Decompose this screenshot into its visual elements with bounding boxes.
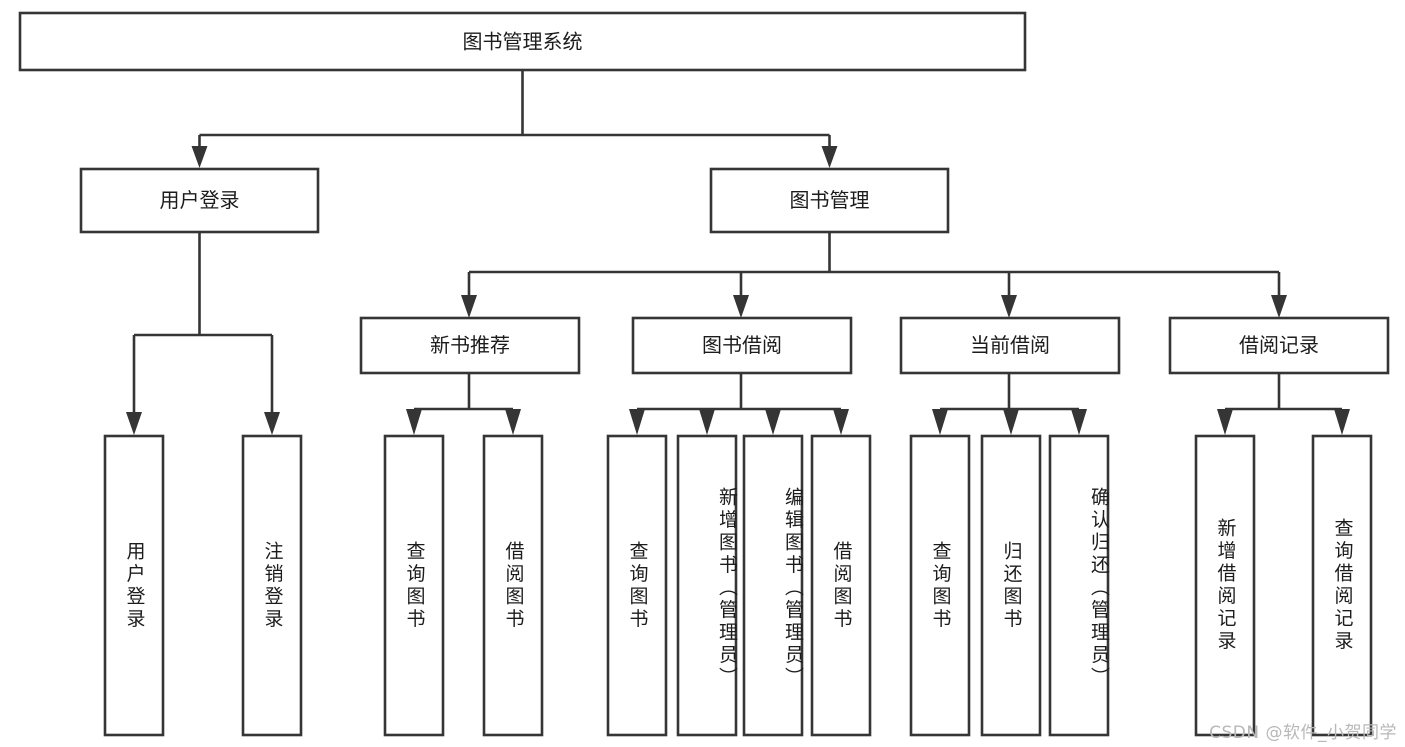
leaf-boxes [103, 434, 1373, 737]
watermark: CSDN @软件_小贺同学 [1209, 723, 1397, 743]
node-book-manage[interactable]: 图书管理 [709, 167, 950, 234]
node-root-label: 图书管理系统 [463, 30, 583, 54]
node-book-manage-label: 图书管理 [790, 188, 870, 212]
node-borrow-record-label: 借阅记录 [1239, 333, 1319, 357]
connector-borrowrecord-to-leaves [1217, 373, 1350, 435]
connector-currentborrow-to-leaves [932, 373, 1087, 435]
node-book-borrow-label: 图书借阅 [702, 333, 782, 357]
node-current-borrow-label: 当前借阅 [970, 333, 1050, 357]
connector-newbookrec-to-leaves [406, 373, 521, 435]
leaf-box-return-book[interactable] [980, 434, 1042, 737]
leaf-box-borrow-book-rec[interactable] [482, 434, 544, 737]
node-user-login[interactable]: 用户登录 [79, 167, 320, 234]
leaf-box-query-book-cur[interactable] [909, 434, 971, 737]
leaf-box-query-record[interactable] [1311, 434, 1373, 737]
connector-bookborrow-to-leaves [629, 373, 849, 435]
leaf-box-add-book[interactable] [676, 434, 738, 737]
node-new-book-rec-label: 新书推荐 [430, 333, 510, 357]
node-book-borrow[interactable]: 图书借阅 [631, 316, 853, 375]
leaf-box-edit-book[interactable] [742, 434, 804, 737]
leaf-box-user-login[interactable] [103, 434, 165, 737]
connector-userlogin-to-leaves [126, 232, 280, 435]
node-current-borrow[interactable]: 当前借阅 [899, 316, 1121, 375]
leaf-box-query-book-rec[interactable] [383, 434, 445, 737]
leaf-box-borrow-book[interactable] [810, 434, 872, 737]
leaf-box-user-logout[interactable] [241, 434, 303, 737]
node-root[interactable]: 图书管理系统 [18, 11, 1027, 72]
leaf-box-confirm-return[interactable] [1048, 434, 1110, 737]
leaf-box-add-record[interactable] [1194, 434, 1256, 737]
connector-root-to-level2 [191, 70, 838, 168]
connector-bookmanage-to-level3 [461, 232, 1287, 318]
leaf-box-query-book-borrow[interactable] [606, 434, 668, 737]
node-user-login-label: 用户登录 [160, 188, 240, 212]
node-new-book-rec[interactable]: 新书推荐 [359, 316, 581, 375]
node-borrow-record[interactable]: 借阅记录 [1168, 316, 1390, 375]
